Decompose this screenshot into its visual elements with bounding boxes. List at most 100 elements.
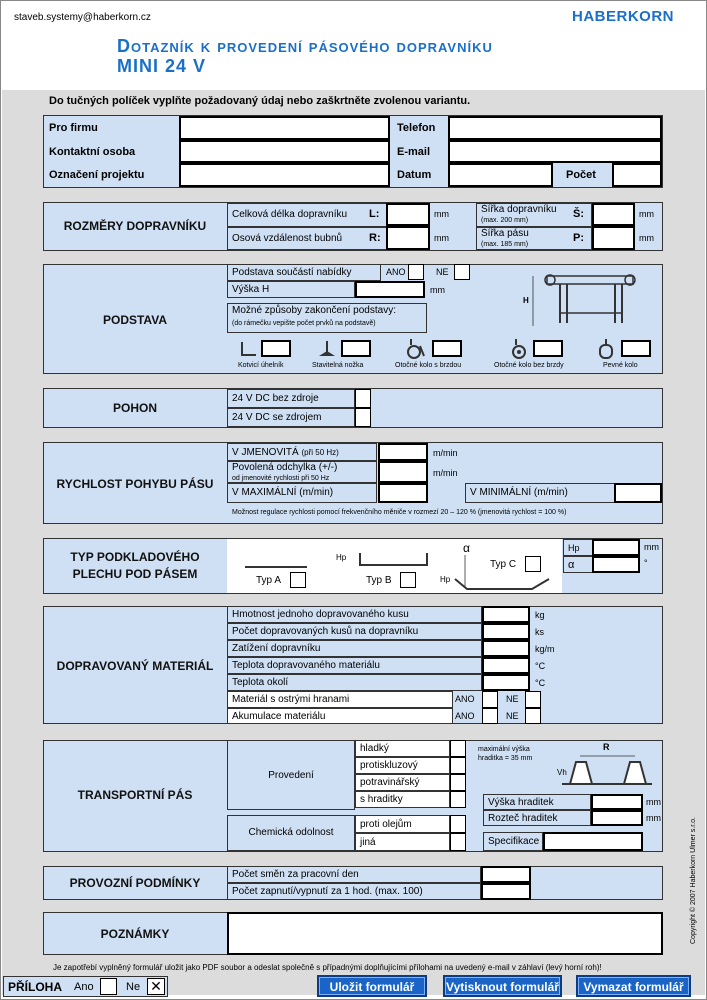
material-row-input[interactable] xyxy=(482,674,530,691)
accum-ne-checkbox[interactable] xyxy=(525,708,541,724)
accum-ano-checkbox[interactable] xyxy=(482,708,498,724)
type-b-checkbox[interactable] xyxy=(400,572,416,588)
belt-option-checkbox[interactable] xyxy=(450,791,466,808)
foot2-label: Stavitelná nožka xyxy=(312,362,364,369)
axis-unit: mm xyxy=(434,233,449,243)
deviation-input[interactable] xyxy=(378,461,428,483)
stand-height-input[interactable] xyxy=(355,281,425,298)
drive-opt1-checkbox[interactable] xyxy=(355,389,371,408)
stand-ano-checkbox[interactable] xyxy=(408,264,424,280)
drive-opt1-label: 24 V DC bez zdroje xyxy=(232,393,319,404)
axis-distance-input[interactable] xyxy=(386,226,430,250)
type-c-checkbox[interactable] xyxy=(525,556,541,572)
attachment-ne-checkbox[interactable]: ✕ xyxy=(147,978,165,995)
caster-brake-count[interactable] xyxy=(432,340,462,357)
spec-input[interactable] xyxy=(543,832,643,851)
r-label: R: xyxy=(369,232,381,244)
print-button[interactable]: Vytisknout formulář xyxy=(443,975,562,997)
chem-oil-label: proti olejům xyxy=(360,819,412,830)
caster-nobrake-count[interactable] xyxy=(533,340,563,357)
footer-info: Je zapotřebí vyplněný formulář uložit ja… xyxy=(53,963,602,972)
foot3-label: Otočné kolo s brzdou xyxy=(395,362,462,369)
person-input[interactable] xyxy=(179,140,390,163)
sharp-cell: Materiál s ostrými hranami xyxy=(227,691,453,708)
date-input[interactable] xyxy=(448,163,553,187)
sharp-ne-checkbox[interactable] xyxy=(525,691,541,708)
vmax-unit: (m/min) xyxy=(299,487,334,498)
firm-input[interactable] xyxy=(179,116,390,140)
belt-option-checkbox[interactable] xyxy=(450,740,466,757)
vnom-unit: m/min xyxy=(433,448,458,458)
belt-width-label: Šířka pásu xyxy=(481,228,529,239)
caster-nobrake-icon xyxy=(512,339,526,359)
belt-option-label: potravinářský xyxy=(360,777,420,788)
stand-ne-checkbox[interactable] xyxy=(454,264,470,280)
type-a-checkbox[interactable] xyxy=(290,572,306,588)
belt-option-cell: s hraditky xyxy=(355,791,450,808)
belt-width-note: (max. 185 mm) xyxy=(481,241,529,248)
material-row-input[interactable] xyxy=(482,640,530,657)
page-title: Dotazník k provedení pásového dopravníku xyxy=(117,36,493,56)
anchor-angle-count[interactable] xyxy=(261,340,291,357)
material-row-label: Teplota dopravovaného materiálu xyxy=(232,660,380,671)
material-row-unit: °C xyxy=(535,661,546,671)
plate-diagram-icon xyxy=(245,553,550,590)
adjustable-foot-count[interactable] xyxy=(341,340,371,357)
phone-input[interactable] xyxy=(448,116,662,140)
chem-other-checkbox[interactable] xyxy=(450,833,466,851)
notes-textarea[interactable] xyxy=(227,912,663,955)
cleat-spacing-unit: mm xyxy=(646,813,661,823)
count-input[interactable] xyxy=(612,163,662,187)
conv-width-cell: Šířka dopravníku(max. 200 mm) xyxy=(476,203,592,227)
vmax-input[interactable] xyxy=(378,483,428,503)
drive-title: POHON xyxy=(112,401,157,415)
switches-input[interactable] xyxy=(481,883,531,900)
vmax-cell: V MAXIMÁLNÍ (m/min) xyxy=(227,483,377,503)
vmin-unit: (m/min) xyxy=(533,487,568,498)
belt-option-checkbox[interactable] xyxy=(450,757,466,774)
cleat-spacing-input[interactable] xyxy=(591,810,643,826)
attachment-ano-checkbox[interactable] xyxy=(100,978,117,995)
adjustable-foot-icon xyxy=(319,341,335,356)
length-input[interactable] xyxy=(386,203,430,226)
hp-input[interactable] xyxy=(592,539,640,556)
vmin-input[interactable] xyxy=(614,483,662,503)
vnom-input[interactable] xyxy=(378,443,428,461)
cleat-height-input[interactable] xyxy=(591,794,643,810)
shifts-input[interactable] xyxy=(481,866,531,883)
material-row-input[interactable] xyxy=(482,657,530,674)
spec-label: Specifikace xyxy=(488,836,540,847)
belt-option-checkbox[interactable] xyxy=(450,774,466,791)
alpha-input[interactable] xyxy=(592,556,640,573)
stand-height-label: Výška H xyxy=(232,284,270,295)
type-a-label: Typ A xyxy=(256,575,282,586)
drive-opt2-checkbox[interactable] xyxy=(355,408,371,427)
l-label: L: xyxy=(369,208,380,220)
belt-width-input[interactable] xyxy=(592,226,635,250)
axis-distance-label: Osová vzdálenost bubnů xyxy=(232,233,343,244)
belt-width-unit: mm xyxy=(639,233,654,243)
stand-ano-label: ANO xyxy=(386,267,406,277)
fixed-wheel-count[interactable] xyxy=(621,340,651,357)
cleat-r-label: R xyxy=(603,742,610,752)
clear-button[interactable]: Vymazat formulář xyxy=(576,975,691,997)
alpha-cell-label: α xyxy=(568,559,575,571)
cleat-height-label: Výška hraditek xyxy=(488,797,554,808)
email-label: E-mail xyxy=(397,146,431,158)
material-row-unit: kg/m xyxy=(535,644,555,654)
page-subtitle: MINI 24 V xyxy=(117,56,207,76)
material-row-input[interactable] xyxy=(482,606,530,623)
chem-oil-checkbox[interactable] xyxy=(450,815,466,833)
material-title: DOPRAVOVANÝ MATERIÁL xyxy=(56,659,214,673)
material-row-label: Počet dopravovaných kusů na dopravníku xyxy=(232,626,419,637)
material-row-input[interactable] xyxy=(482,623,530,640)
email-field[interactable] xyxy=(448,140,662,163)
material-row-label: Zatížení dopravníku xyxy=(232,643,321,654)
conv-width-input[interactable] xyxy=(592,203,635,226)
save-button[interactable]: Uložit formulář xyxy=(317,975,427,997)
project-input[interactable] xyxy=(179,163,390,187)
switches-label: Počet zapnutí/vypnutí za 1 hod. (max. 10… xyxy=(232,886,423,897)
sharp-ano-checkbox[interactable] xyxy=(482,691,498,708)
length-unit: mm xyxy=(434,209,449,219)
shifts-label: Počet směn za pracovní den xyxy=(232,869,359,880)
